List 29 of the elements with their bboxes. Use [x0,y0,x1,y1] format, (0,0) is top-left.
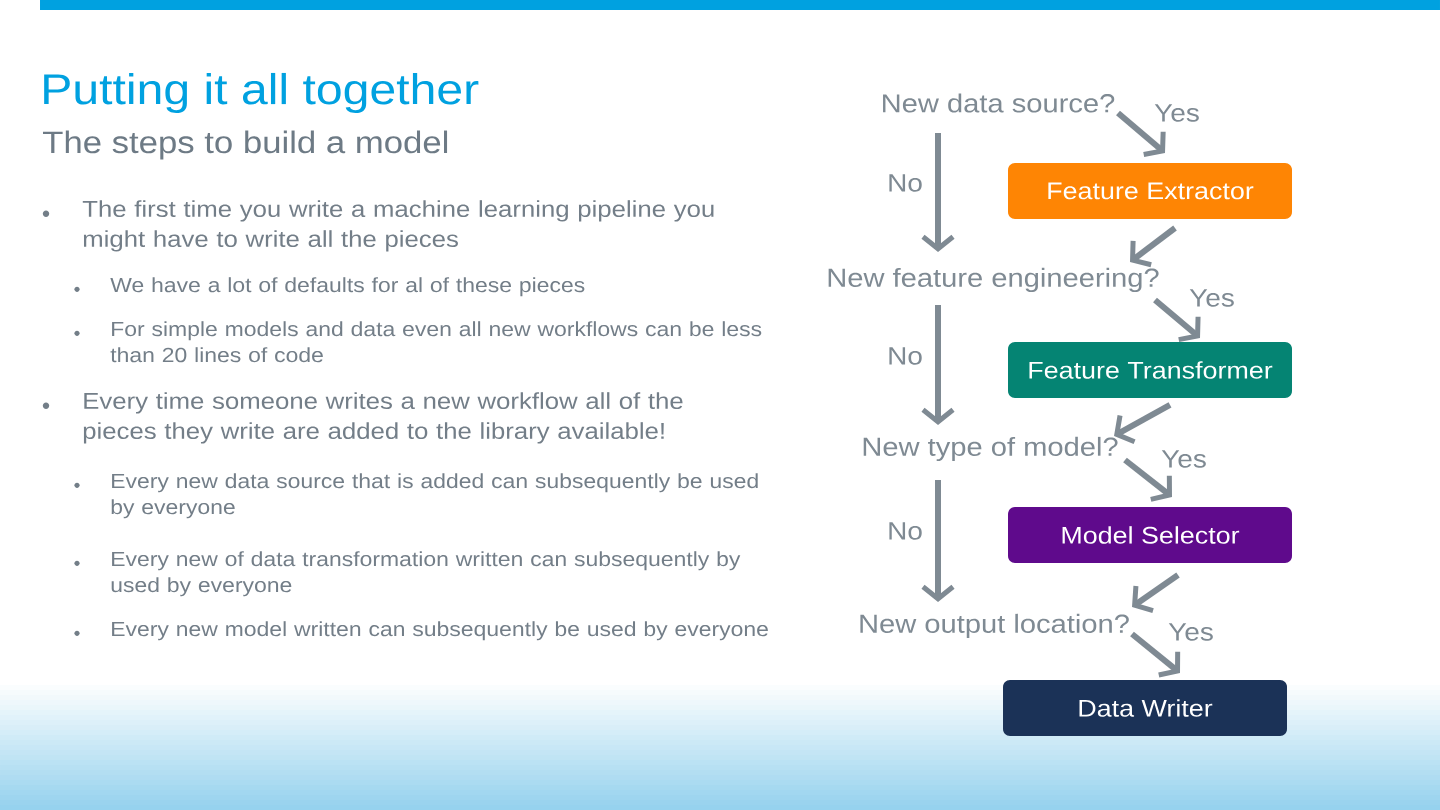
title: Putting it all together [44,72,479,114]
edge-label: Yes [1168,623,1213,641]
arrow [1130,225,1177,268]
bullet-text: Every new model written can subsequently be used by everyone [112,621,768,641]
question-text: New type of model? [863,436,1118,462]
arrow [1130,631,1181,678]
bullet-text: Every time someone writes a new workflow all of the pieces they write are added to the library available! [83,392,683,444]
edge-label: No [889,174,922,192]
arrow [1116,110,1166,157]
bullet-text: Every new data source that is added can subsequently be used by everyone [111,473,758,519]
arrow [1123,457,1172,502]
question-text: New feature engineering? [828,267,1159,293]
edge-label: Yes [1161,450,1206,468]
question-text: New data source? [883,93,1115,113]
bullet-text: For simple models and data even all new workflows can be less than 20 lines of code [110,321,762,363]
edge-label: No [889,522,922,540]
edge-label: Yes [1154,104,1199,122]
arrow [1153,297,1201,343]
question-text: New output location? [860,613,1129,639]
bullet-text: Every new of data transformation written can subsequently by used by everyone [111,551,741,597]
bullet-text: We have a lot of defaults for al of these pieces [110,277,585,297]
edge-label: No [889,347,922,365]
process-box: Model Selector [1008,507,1292,563]
bullet-text: The first time you write a machine learning pipeline you might have to write all the pieces [82,200,714,252]
process-box: Data Writer [1003,680,1287,736]
edge-label: Yes [1189,289,1234,307]
process-box: Feature Transformer [1008,342,1292,398]
subtitle: The steps to build a model [43,130,448,160]
process-box: Feature Extractor [1008,163,1292,219]
